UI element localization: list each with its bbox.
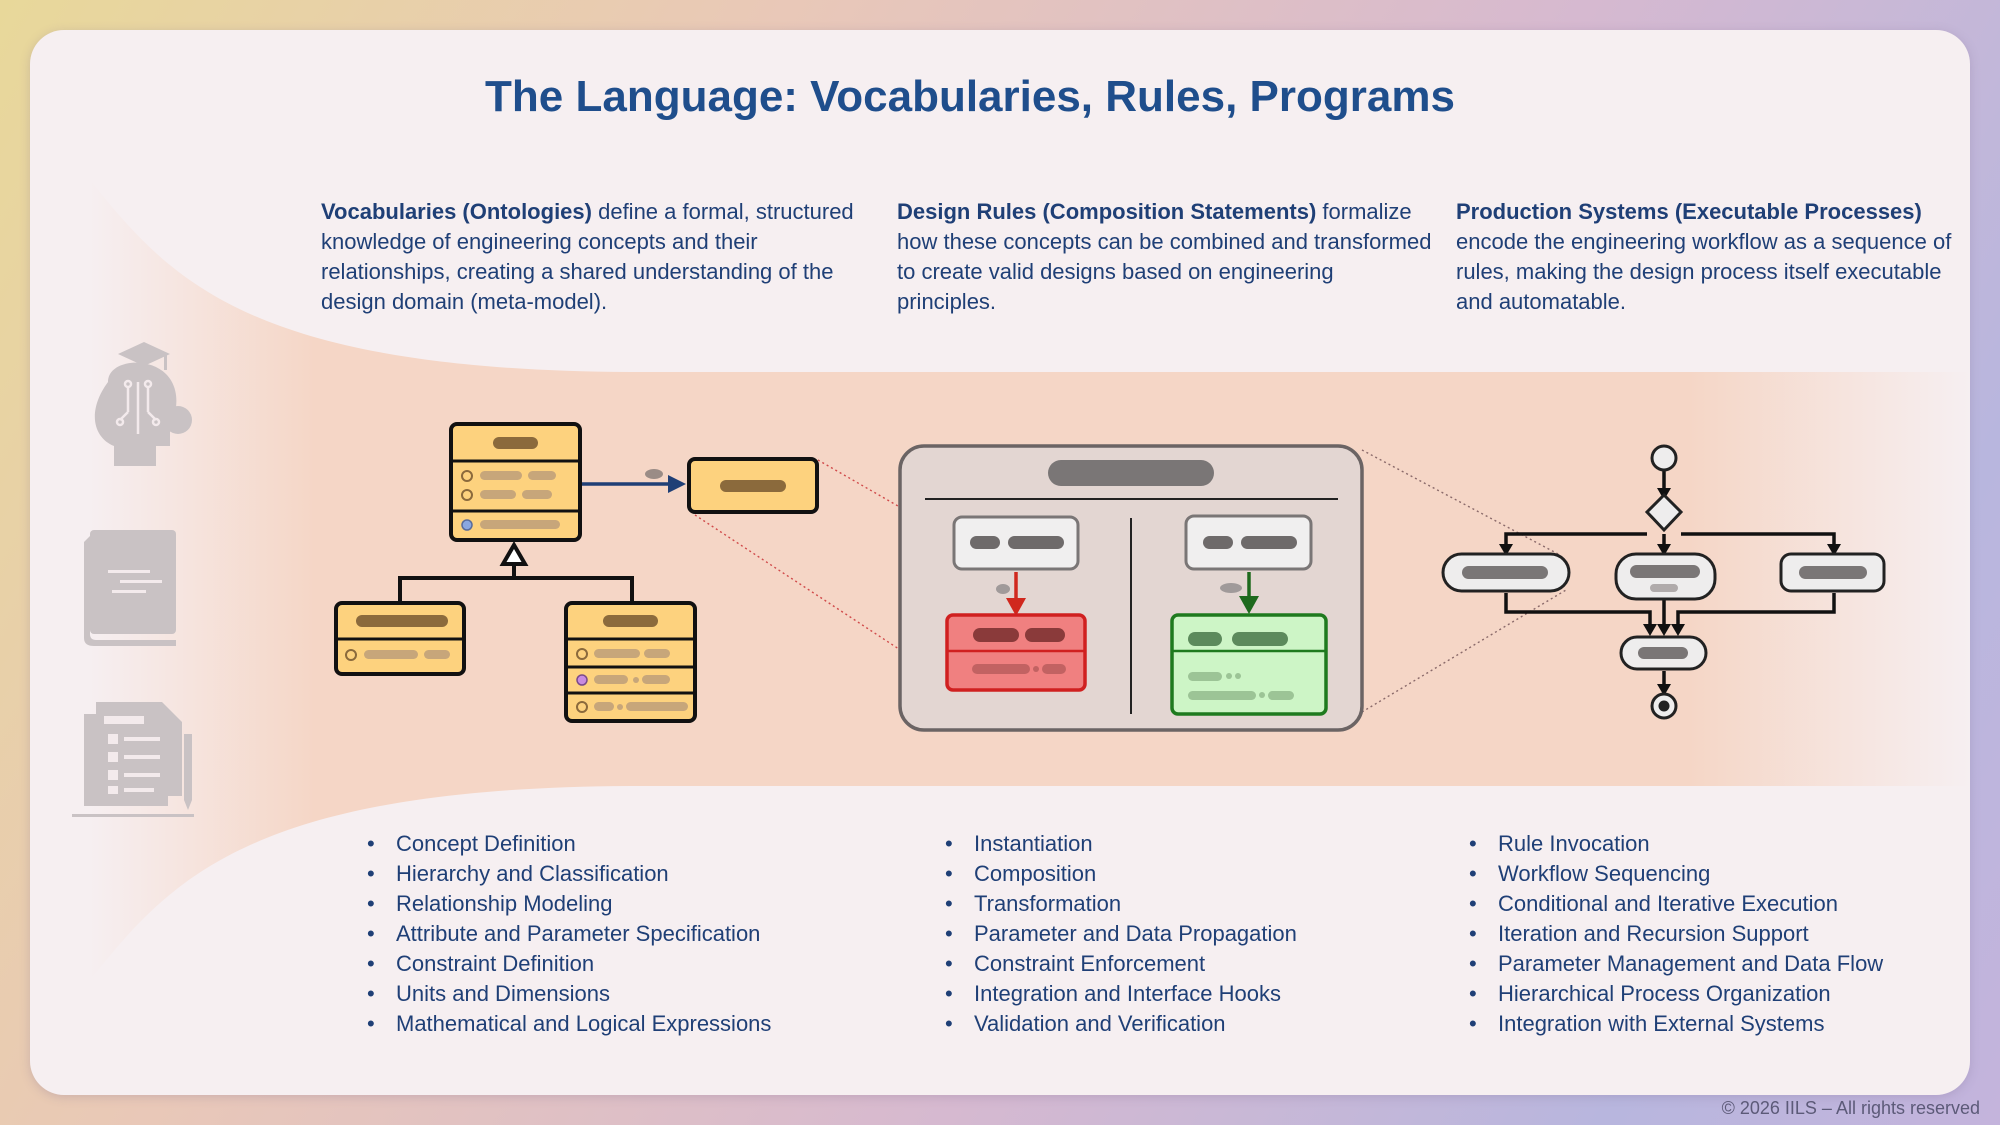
list-item: Workflow Sequencing <box>1469 859 1883 889</box>
list-item: Validation and Verification <box>945 1009 1297 1039</box>
vocabularies-bullet-list: Concept Definition Hierarchy and Classif… <box>367 829 771 1039</box>
document-checklist-icon <box>72 702 194 817</box>
list-item: Relationship Modeling <box>367 889 771 919</box>
list-item: Constraint Enforcement <box>945 949 1297 979</box>
production-systems-heading: Production Systems (Executable Processes… <box>1456 199 1922 224</box>
list-item: Parameter and Data Propagation <box>945 919 1297 949</box>
design-rules-heading: Design Rules (Composition Statements) <box>897 199 1317 224</box>
production-systems-text: encode the engineering workflow as a seq… <box>1456 229 1952 314</box>
list-item: Integration with External Systems <box>1469 1009 1883 1039</box>
list-item: Composition <box>945 859 1297 889</box>
list-item: Hierarchical Process Organization <box>1469 979 1883 1009</box>
vocabularies-heading: Vocabularies (Ontologies) <box>321 199 592 224</box>
list-item: Parameter Management and Data Flow <box>1469 949 1883 979</box>
list-item: Transformation <box>945 889 1297 919</box>
list-item: Hierarchy and Classification <box>367 859 771 889</box>
vocabularies-text: define a formal, structured knowledge of… <box>321 199 854 314</box>
design-rules-bullet-list: Instantiation Composition Transformation… <box>945 829 1297 1039</box>
production-systems-description: Production Systems (Executable Processes… <box>1456 197 1956 317</box>
list-item: Conditional and Iterative Execution <box>1469 889 1883 919</box>
list-item: Iteration and Recursion Support <box>1469 919 1883 949</box>
design-rules-text: formalize how these concepts can be comb… <box>897 199 1432 314</box>
production-systems-bullet-list: Rule Invocation Workflow Sequencing Cond… <box>1469 829 1883 1039</box>
page-title: The Language: Vocabularies, Rules, Progr… <box>485 72 1455 121</box>
list-item: Constraint Definition <box>367 949 771 979</box>
list-item: Instantiation <box>945 829 1297 859</box>
list-item: Concept Definition <box>367 829 771 859</box>
design-rules-description: Design Rules (Composition Statements) fo… <box>897 197 1437 317</box>
list-item: Mathematical and Logical Expressions <box>367 1009 771 1039</box>
vocabularies-description: Vocabularies (Ontologies) define a forma… <box>321 197 861 317</box>
list-item: Rule Invocation <box>1469 829 1883 859</box>
head-gear-icon <box>94 342 192 466</box>
book-icon <box>84 530 176 646</box>
list-item: Attribute and Parameter Specification <box>367 919 771 949</box>
copyright-footer: © 2026 IILS – All rights reserved <box>1721 1098 1980 1118</box>
list-item: Units and Dimensions <box>367 979 771 1009</box>
list-item: Integration and Interface Hooks <box>945 979 1297 1009</box>
